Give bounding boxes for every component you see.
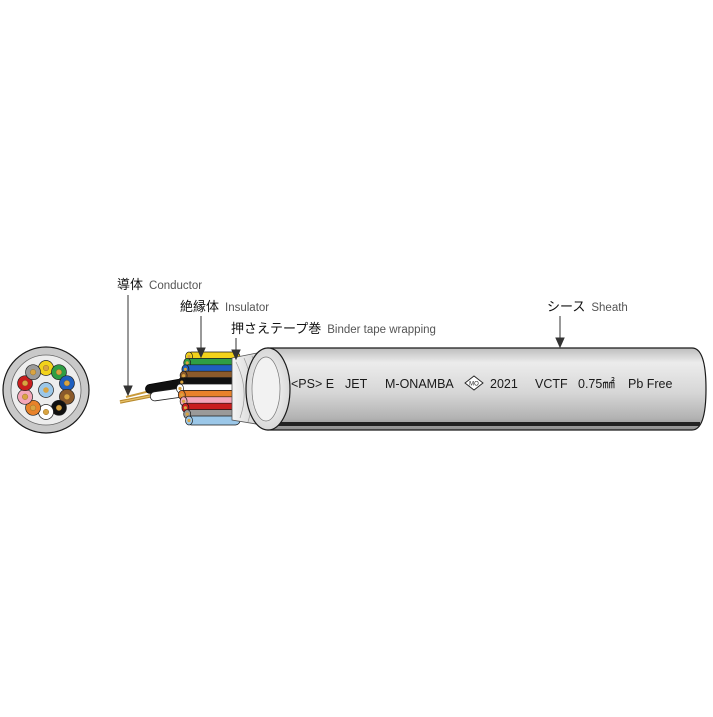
sheath-label-en: Sheath xyxy=(591,302,628,314)
conductor-label-en: Conductor xyxy=(149,280,203,292)
sheath-arrow xyxy=(555,337,565,349)
binder-label-en: Binder tape wrapping xyxy=(327,324,436,336)
maker-logo-text: MO xyxy=(469,382,479,388)
insulator-label: 絶縁体 Insulator xyxy=(180,296,269,315)
cross-section-core xyxy=(59,375,75,392)
binder-label: 押さえテープ巻 Binder tape wrapping xyxy=(231,318,436,337)
conductor-arrow xyxy=(123,385,133,397)
sheath xyxy=(245,347,707,431)
cross-section-core xyxy=(25,399,41,416)
sheath-label-jp: シース xyxy=(547,300,586,315)
cross-section-core xyxy=(25,364,41,381)
insulated-cores-bundle xyxy=(176,351,241,426)
print-size: 0.75㎟ xyxy=(578,377,615,391)
print-pb-free: Pb Free xyxy=(628,377,673,391)
cross-section-core xyxy=(17,375,33,392)
cross-section xyxy=(2,346,90,434)
sheath-print: <PS> E JET M-ONAMBA MO 2021 VCTF 0.75㎟ P… xyxy=(291,375,673,391)
conductor-label-jp: 導体 xyxy=(117,278,144,293)
sheath-label: シース Sheath xyxy=(547,296,628,315)
print-year: 2021 xyxy=(490,377,518,391)
cross-section-core xyxy=(17,388,33,405)
binder-arrow xyxy=(231,349,241,361)
insulator-label-jp: 絶縁体 xyxy=(180,300,220,315)
print-maker: M-ONAMBA xyxy=(385,377,454,391)
cross-section-core xyxy=(51,364,67,381)
binder-label-jp: 押さえテープ巻 xyxy=(231,322,322,337)
cross-section-cores xyxy=(17,360,75,420)
cross-section-core xyxy=(59,388,75,405)
cross-section-core xyxy=(38,382,54,398)
maker-logo: MO xyxy=(464,375,484,391)
insulated-core xyxy=(185,415,241,426)
cross-section-core xyxy=(38,360,54,376)
conductor-label: 導体 Conductor xyxy=(117,274,202,293)
insulator-arrow xyxy=(196,347,206,359)
insulator-label-en: Insulator xyxy=(225,302,270,314)
print-mark-ps: <PS> E xyxy=(291,377,334,391)
print-type: VCTF xyxy=(535,377,568,391)
leader-lines xyxy=(123,295,565,397)
print-mark-jet: JET xyxy=(345,377,368,391)
